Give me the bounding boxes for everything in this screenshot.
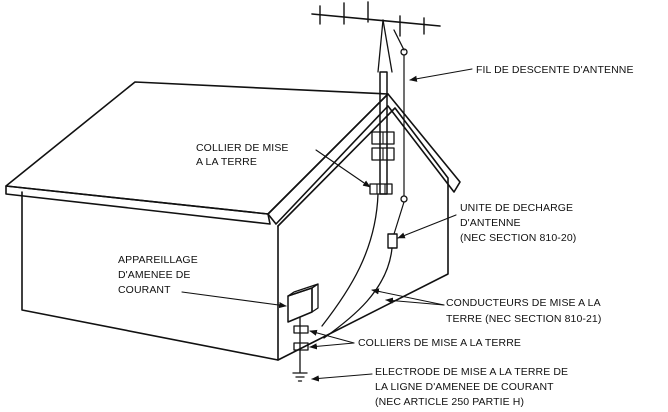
label-ground-clamp-line2: A LA TERRE (196, 156, 257, 168)
antenna-discharge-unit (387, 201, 405, 249)
mast-clamps (371, 131, 395, 161)
label-discharge-line1: UNITE DE DECHARGE (460, 202, 573, 214)
leader-lines (181, 68, 473, 382)
power-service-equipment (287, 283, 319, 373)
ground-clamp (369, 183, 393, 195)
ground-electrode-icon (292, 372, 308, 382)
label-electrode-line3: (NEC ARTICLE 250 PARTIE H) (375, 396, 524, 408)
labels: FIL DE DESCENTE D'ANTENNE COLLIER DE MIS… (118, 64, 634, 408)
power-ground-clamps (293, 325, 309, 351)
label-service-line2: D'AMENEE DE (118, 269, 191, 281)
label-service-line1: APPAREILLAGE (118, 254, 198, 266)
label-ground-clamp-line1: COLLIER DE MISE (196, 142, 289, 154)
antenna (311, 1, 441, 203)
house-roof-verge (267, 93, 461, 225)
house (5, 81, 461, 361)
grounding-conductors (321, 193, 393, 339)
label-lead-in-wire: FIL DE DESCENTE D'ANTENNE (476, 64, 634, 76)
house-gable-wall (277, 107, 449, 361)
label-electrode-line1: ELECTRODE DE MISE A LA TERRE DE (375, 366, 568, 378)
house-left-wall (21, 191, 279, 361)
label-clamps: COLLIERS DE MISE A LA TERRE (358, 337, 521, 349)
house-roof-edge (5, 185, 271, 225)
label-conductors-line1: CONDUCTEURS DE MISE A LA (446, 297, 601, 309)
label-electrode-line2: LA LIGNE D'AMENEE DE COURANT (375, 381, 554, 393)
label-discharge-line2: D'ANTENNE (460, 217, 521, 229)
label-conductors-line2: TERRE (NEC SECTION 810-21) (446, 313, 601, 325)
label-discharge-line3: (NEC SECTION 810-20) (460, 232, 576, 244)
label-service-line3: COURANT (118, 284, 171, 296)
